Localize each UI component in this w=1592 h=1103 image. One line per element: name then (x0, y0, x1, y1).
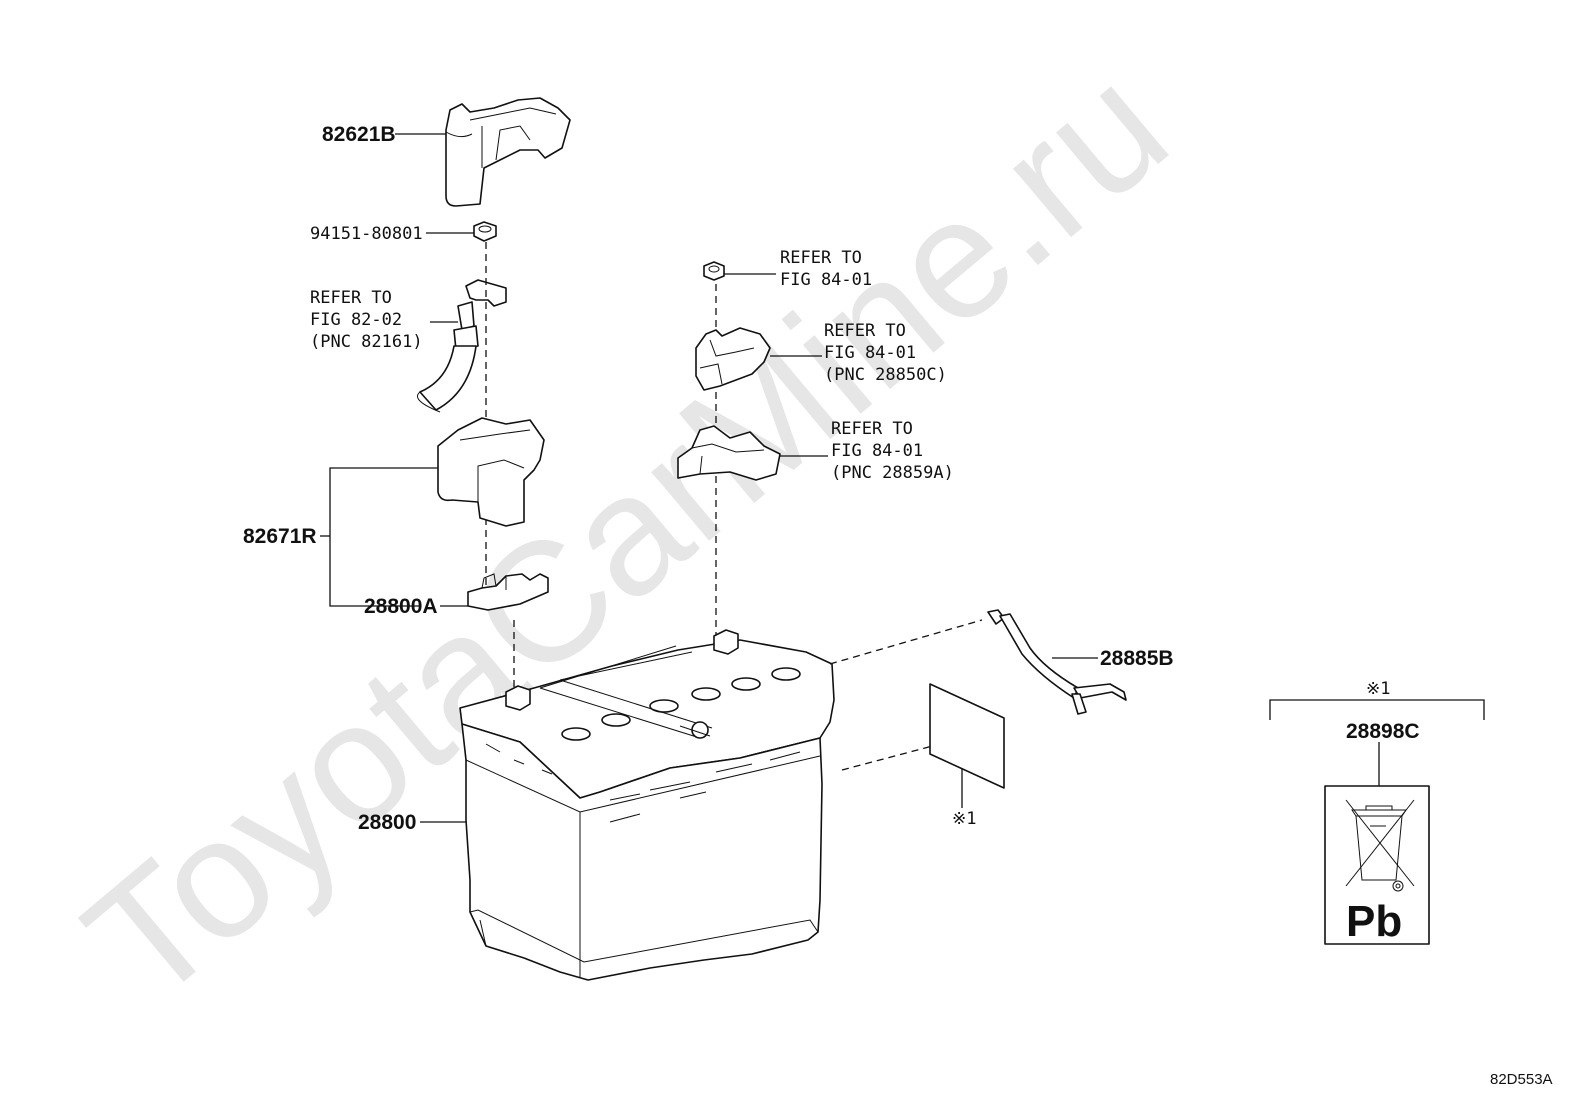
part-label-82671R: 82671R (243, 525, 317, 548)
part-label-82621B: 82621B (322, 123, 396, 146)
nut-part (473, 221, 497, 242)
ref-84-01-a-line2: FIG 84-01 (780, 270, 872, 290)
crossed-out-wheelie-bin-icon (1345, 799, 1415, 892)
assembly-line-vent (829, 619, 983, 665)
part-label-28885B: 28885B (1100, 647, 1174, 670)
terminal-cover-82671R-part (437, 417, 545, 527)
ref-84-01-c-line2: FIG 84-01 (831, 441, 923, 461)
note-1-header: ※1 (1366, 679, 1390, 699)
part-label-28800A: 28800A (364, 595, 438, 618)
terminal-28859A-part (677, 425, 781, 481)
caution-label-sheet-part (929, 683, 1005, 789)
battery-part (459, 629, 835, 981)
bracket-note1 (1269, 699, 1485, 720)
ref-82-02-line2: FIG 82-02 (310, 310, 402, 330)
ref-84-01-c-line1: REFER TO (831, 419, 913, 439)
assembly-line-label (841, 743, 941, 771)
bracket-82671R (329, 467, 438, 607)
diagram-code: 82D553A (1490, 1071, 1553, 1088)
ref-84-01-c-line3: (PNC 28859A) (831, 463, 954, 483)
cable-terminal-part (417, 279, 507, 413)
note-1-label: ※1 (952, 809, 976, 829)
ref-84-01-b-line2: FIG 84-01 (824, 343, 916, 363)
vent-hose-part (987, 609, 1127, 715)
part-label-28800: 28800 (358, 811, 416, 834)
ref-84-01-b-line1: REFER TO (824, 321, 906, 341)
pb-symbol: Pb (1346, 897, 1402, 946)
terminal-28850C-part (695, 327, 771, 391)
terminal-cover-part (445, 97, 571, 207)
ref-82-02-line3: (PNC 82161) (310, 332, 423, 352)
terminal-clamp-28800A-part (467, 573, 549, 611)
nut-center-part (703, 261, 725, 281)
ref-84-01-b-line3: (PNC 28850C) (824, 365, 947, 385)
recycle-label-part: Pb (1324, 785, 1430, 946)
part-label-94151-80801: 94151-80801 (310, 224, 423, 244)
ref-84-01-a-line1: REFER TO (780, 248, 862, 268)
part-label-28898C: 28898C (1346, 720, 1420, 743)
ref-82-02-line1: REFER TO (310, 288, 392, 308)
